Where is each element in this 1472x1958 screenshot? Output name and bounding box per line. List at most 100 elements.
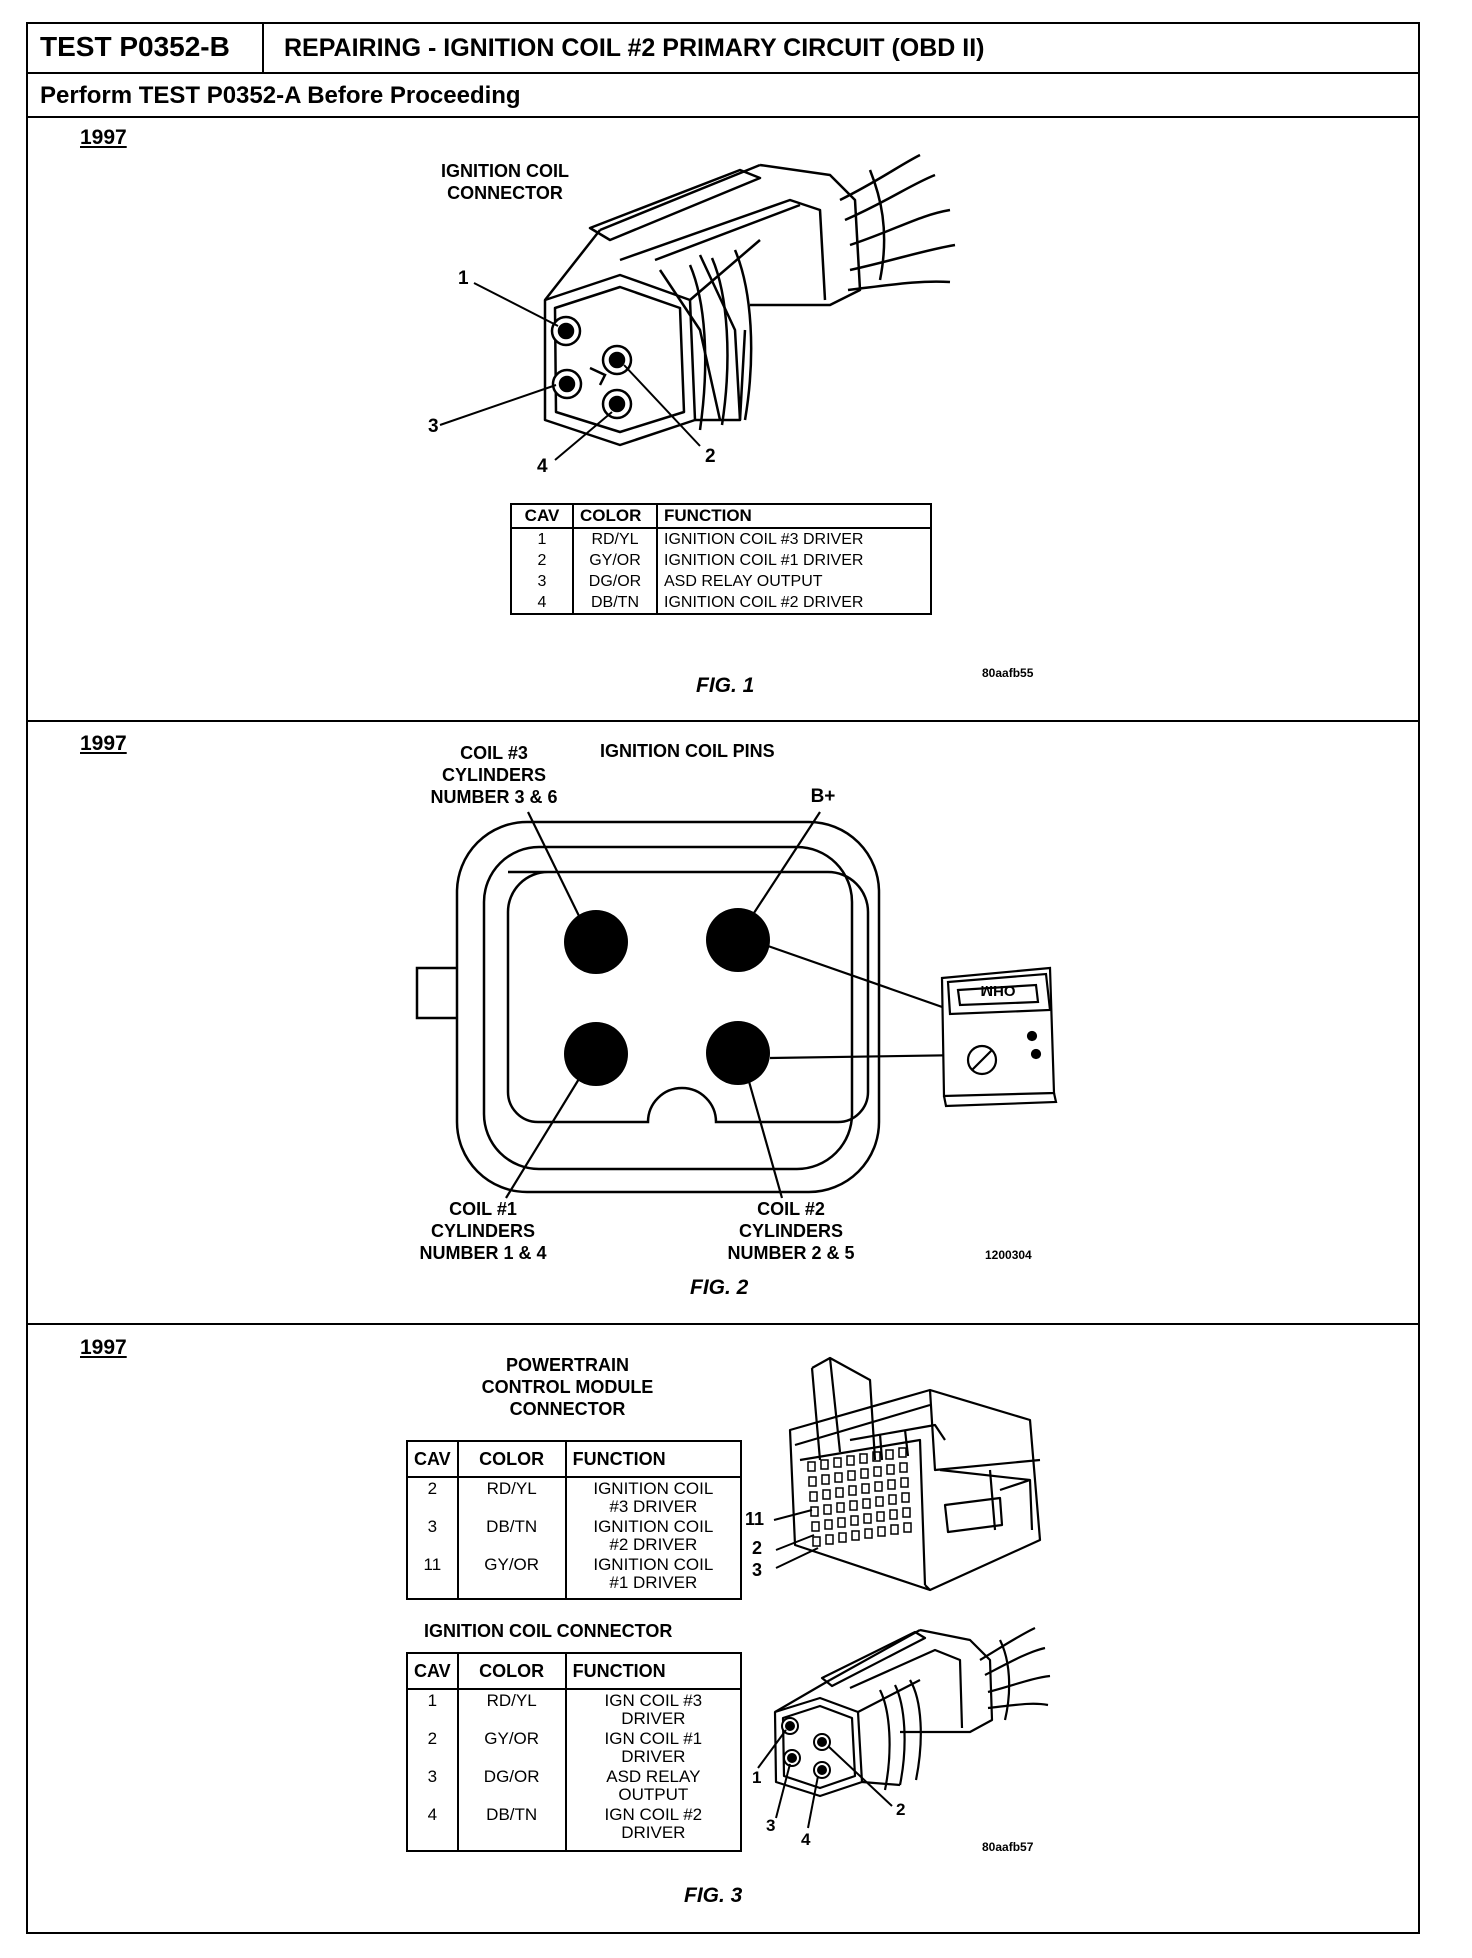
pcm-pin-cavity [900, 1477, 909, 1488]
fig3-code: 80aafb57 [982, 1840, 1034, 1854]
fig1-code: 80aafb55 [982, 666, 1034, 680]
fig1-pin-4-label: 4 [537, 456, 548, 477]
fig3-pcm-label: POWERTRAIN CONTROL MODULE CONNECTOR [481, 1355, 654, 1419]
pcm-pin-cavity [825, 1534, 834, 1545]
pcm-pin-cavity [864, 1528, 873, 1539]
fig1-connector-drawing [439, 153, 956, 461]
pcm-pin-cavity [902, 1507, 911, 1518]
table-row: 3 DB/TN IGNITION COIL#2 DRIVER [406, 1516, 743, 1554]
table-row: 2 RD/YL IGNITION COIL#3 DRIVER [406, 1477, 743, 1516]
fig3-coil-pin-3-label: 3 [766, 1816, 776, 1835]
fig3-coil-pin-4-label: 4 [801, 1830, 811, 1849]
table-row: 11 GY/OR IGNITION COIL#1 DRIVER [406, 1554, 743, 1599]
fig3-caption: FIG. 3 [684, 1884, 743, 1907]
section-divider [26, 720, 1420, 722]
pcm-pin-cavity [810, 1506, 819, 1517]
fig2-caption: FIG. 2 [690, 1276, 749, 1299]
pcm-pin-cavity [836, 1502, 845, 1513]
pcm-pin-cavity [833, 1457, 842, 1468]
pcm-pin-cavity [860, 1468, 869, 1479]
pcm-pin-cavity [822, 1489, 831, 1500]
pcm-pin-cavity [874, 1481, 883, 1492]
pcm-pin-cavity [812, 1536, 821, 1547]
fig1-pin-1-label: 1 [458, 268, 469, 289]
test-id: TEST P0352-B [26, 22, 264, 72]
pcm-pin-cavity [886, 1464, 895, 1475]
pcm-pin-cavity [903, 1522, 912, 1533]
pcm-pin-cavity [808, 1476, 817, 1487]
pcm-pin-cavity [873, 1466, 882, 1477]
fig2-coil3-label: COIL #3 CYLINDERS NUMBER 3 & 6 [430, 743, 558, 807]
pcm-pin-cavity [875, 1496, 884, 1507]
page-frame [26, 22, 1420, 1934]
fig2-bplus-label: B+ [810, 786, 836, 807]
fig3-coil-pin-1-label: 1 [752, 1768, 762, 1787]
fig2-title: IGNITION COIL PINS [600, 741, 775, 761]
pcm-pin-cavity [811, 1521, 820, 1532]
fig2-year: 1997 [80, 732, 127, 755]
fig3-year: 1997 [80, 1336, 127, 1359]
pcm-pin-cavity [899, 1462, 908, 1473]
table-header-row: CAV COLOR FUNCTION [406, 1653, 743, 1690]
fig3-pcm-table: CAV COLOR FUNCTION 2 RD/YL IGNITION COIL… [406, 1440, 743, 1600]
pcm-pin-cavity [821, 1474, 830, 1485]
fig1-cavity-table: CAV COLOR FUNCTION 1 RD/YL IGNITION COIL… [510, 503, 932, 615]
pcm-pin-cavity [876, 1511, 885, 1522]
pcm-pin-cavity [834, 1472, 843, 1483]
pcm-pin-cavity [872, 1451, 881, 1462]
fig1-year: 1997 [80, 126, 127, 149]
pcm-pin-cavity [863, 1513, 872, 1524]
fig2-coil-pins-drawing [415, 811, 1058, 1199]
pcm-pin-cavity [859, 1453, 868, 1464]
pcm-pin-cavity [901, 1492, 910, 1503]
fig3-pcm-pin-11-label: 11 [745, 1509, 765, 1529]
test-title: REPAIRING - IGNITION COIL #2 PRIMARY CIR… [284, 34, 985, 62]
header-row: TEST P0352-B REPAIRING - IGNITION COIL #… [26, 22, 1420, 74]
pcm-pin-cavity [823, 1504, 832, 1515]
fig1-connector-label: IGNITION COIL CONNECTOR [441, 161, 569, 203]
pcm-pin-cavity [807, 1461, 816, 1472]
pcm-pin-cavity [846, 1455, 855, 1466]
pcm-pin-cavity [862, 1498, 871, 1509]
fig3-pcm-pin-3-label: 3 [752, 1560, 763, 1580]
pcm-pin-cavity [888, 1494, 897, 1505]
fig1-pin-3-label: 3 [428, 416, 439, 437]
fig2-coil1-label: COIL #1 CYLINDERS NUMBER 1 & 4 [419, 1199, 547, 1263]
fig2-coil2-label: COIL #2 CYLINDERS NUMBER 2 & 5 [727, 1199, 855, 1263]
pcm-pin-cavity [885, 1449, 894, 1460]
pcm-pin-cavity [851, 1530, 860, 1541]
pcm-pin-cavity [820, 1459, 829, 1470]
pcm-pin-cavity [835, 1487, 844, 1498]
pcm-pin-cavity [877, 1526, 886, 1537]
pcm-pin-cavity [890, 1524, 899, 1535]
pcm-pin-cavity [898, 1447, 907, 1458]
fig1-pin-2-label: 2 [705, 446, 716, 467]
fig3-coil-pin-2-label: 2 [896, 1800, 906, 1819]
pcm-pin-cavity [887, 1479, 896, 1490]
pcm-pin-cavity [809, 1491, 818, 1502]
table-row: 2 GY/OR IGNITION COIL #1 DRIVER [510, 550, 932, 571]
fig1-caption: FIG. 1 [696, 674, 755, 697]
fig3-coil-connector-label: IGNITION COIL CONNECTOR [424, 1621, 673, 1641]
pcm-pin-cavity [848, 1485, 857, 1496]
pcm-pin-cavity [837, 1517, 846, 1528]
table-row: 1 RD/YL IGNITION COIL #3 DRIVER [510, 528, 932, 550]
pcm-pin-cavity [847, 1470, 856, 1481]
fig3-pcm-pin-2-label: 2 [752, 1538, 763, 1558]
pcm-pin-cavity [824, 1519, 833, 1530]
pcm-pin-cavity [889, 1509, 898, 1520]
pcm-pin-cavity [849, 1500, 858, 1511]
table-row: 4 DB/TN IGNITION COIL #2 DRIVER [510, 592, 932, 614]
pcm-pin-cavity [838, 1532, 847, 1543]
section-divider [26, 1323, 1420, 1325]
table-row: 3 DG/OR ASD RELAY OUTPUT [510, 571, 932, 592]
table-header-row: CAV COLOR FUNCTION [510, 504, 932, 529]
pcm-pin-cavity [861, 1483, 870, 1494]
